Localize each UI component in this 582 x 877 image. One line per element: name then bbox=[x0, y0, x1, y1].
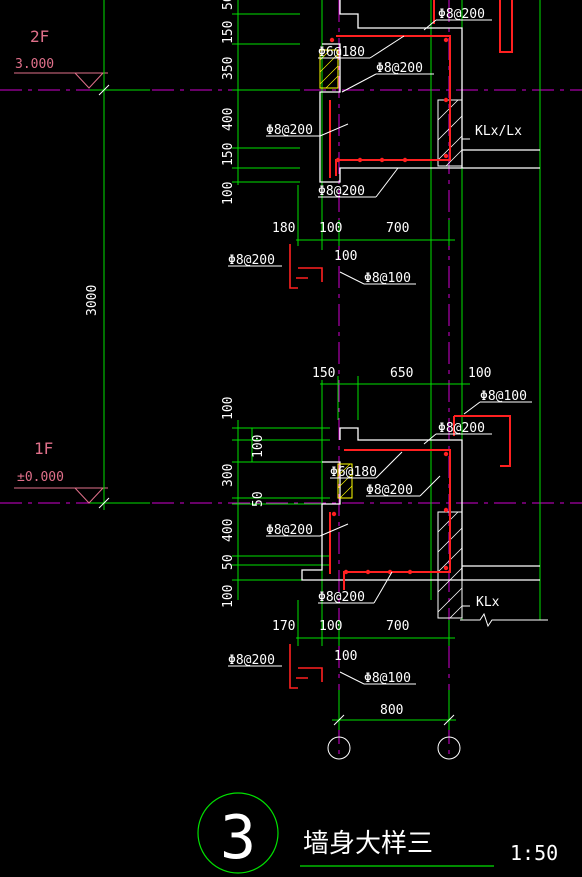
storey-height-label: 3000 bbox=[85, 285, 100, 316]
dim-text: 150 bbox=[312, 366, 335, 381]
elevation-value: ±0.000 bbox=[17, 470, 64, 485]
dim-text: 150 bbox=[221, 21, 236, 44]
upper-detail: 50 150 350 400 150 100 bbox=[221, 0, 540, 289]
rebar-label: Φ8@200 bbox=[376, 61, 423, 76]
rebar-label: Φ8@200 bbox=[318, 184, 365, 199]
rebar-label: Φ8@100 bbox=[364, 271, 411, 286]
rebar-label: Φ8@200 bbox=[318, 590, 365, 605]
drawing-title: 墙身大样三 bbox=[303, 829, 433, 859]
dim-text: 400 bbox=[221, 108, 236, 131]
dim-text: 100 bbox=[221, 397, 236, 420]
dim-text: 300 bbox=[221, 464, 236, 487]
rebar-label: Φ8@200 bbox=[228, 253, 275, 268]
rebar-stirrup bbox=[329, 449, 451, 590]
dim-text: 50 bbox=[251, 491, 266, 507]
elevation-value: 3.000 bbox=[15, 57, 54, 72]
dim-text: 350 bbox=[221, 57, 236, 80]
rebar-detail bbox=[289, 244, 323, 289]
elevation-marker-2f: 2F 3.000 bbox=[14, 27, 108, 89]
beam-label: KLx bbox=[476, 595, 500, 610]
lower-vertical-dims: 100 100 300 50 400 50 100 bbox=[221, 397, 266, 608]
rebar-bent bbox=[433, 0, 513, 53]
dim-text: 100 bbox=[319, 619, 342, 634]
title-block: 3 墙身大样三 1:50 bbox=[197, 792, 558, 874]
level-name: 1F bbox=[34, 439, 53, 458]
beam-label: KLx/Lx bbox=[475, 124, 522, 139]
rebar-label: Φ8@200 bbox=[266, 523, 313, 538]
dim-text: 100 bbox=[334, 249, 357, 264]
insulation-block bbox=[337, 463, 353, 499]
drawing-scale: 1:50 bbox=[510, 841, 558, 865]
dim-text: 100 bbox=[334, 649, 357, 664]
elevation-marker-1f: 1F ±0.000 bbox=[14, 439, 108, 504]
dim-text: 100 bbox=[251, 435, 266, 458]
dim-text: 800 bbox=[380, 703, 403, 718]
dim-text: 100 bbox=[319, 221, 342, 236]
dim-text: 50 bbox=[221, 0, 236, 10]
detail-number: 3 bbox=[220, 803, 256, 873]
beam-hatch bbox=[437, 511, 463, 619]
rebar-label: Φ8@200 bbox=[438, 7, 485, 22]
storey-height-dimension bbox=[90, 0, 150, 510]
rebar-label: Φ8@100 bbox=[364, 671, 411, 686]
rebar-bent bbox=[453, 415, 511, 467]
break-line bbox=[460, 612, 548, 628]
rebar-label: Φ6@180 bbox=[330, 465, 377, 480]
extension-lines bbox=[321, 0, 541, 640]
rebar-dots bbox=[331, 451, 449, 575]
rebar-label: Φ8@200 bbox=[366, 483, 413, 498]
rebar-label: Φ8@200 bbox=[266, 123, 313, 138]
upper-vertical-dims: 50 150 350 400 150 100 bbox=[221, 0, 236, 205]
axis-bubble-a bbox=[327, 736, 351, 760]
rebar-dots bbox=[329, 37, 449, 163]
rebar-label: Φ8@100 bbox=[480, 389, 527, 404]
dim-text: 50 bbox=[221, 554, 236, 570]
dim-text: 170 bbox=[272, 619, 295, 634]
dim-text: 180 bbox=[272, 221, 295, 236]
dim-text: 400 bbox=[221, 519, 236, 542]
dim-text: 100 bbox=[221, 182, 236, 205]
dim-text: 700 bbox=[386, 619, 409, 634]
rebar-stirrup bbox=[329, 35, 451, 178]
dim-text: 650 bbox=[390, 366, 413, 381]
elevation-triangle-icon bbox=[74, 72, 104, 89]
dim-text: 100 bbox=[221, 585, 236, 608]
dim-text: 100 bbox=[468, 366, 491, 381]
dim-text: 150 bbox=[221, 143, 236, 166]
insulation-block bbox=[319, 49, 339, 89]
elevation-triangle-icon bbox=[74, 487, 104, 504]
lower-detail: 150 650 100 100 100 300 50 400 50 100 bbox=[221, 366, 548, 760]
axis-bubble-b bbox=[437, 736, 461, 760]
detail-number-circle bbox=[197, 792, 279, 874]
concrete-outline bbox=[319, 0, 540, 183]
rebar-label: Φ8@200 bbox=[228, 653, 275, 668]
level-name: 2F bbox=[30, 27, 49, 46]
dim-text: 700 bbox=[386, 221, 409, 236]
rebar-label: Φ6@180 bbox=[318, 45, 365, 60]
rebar-label: Φ8@200 bbox=[438, 421, 485, 436]
rebar-detail bbox=[289, 644, 323, 689]
